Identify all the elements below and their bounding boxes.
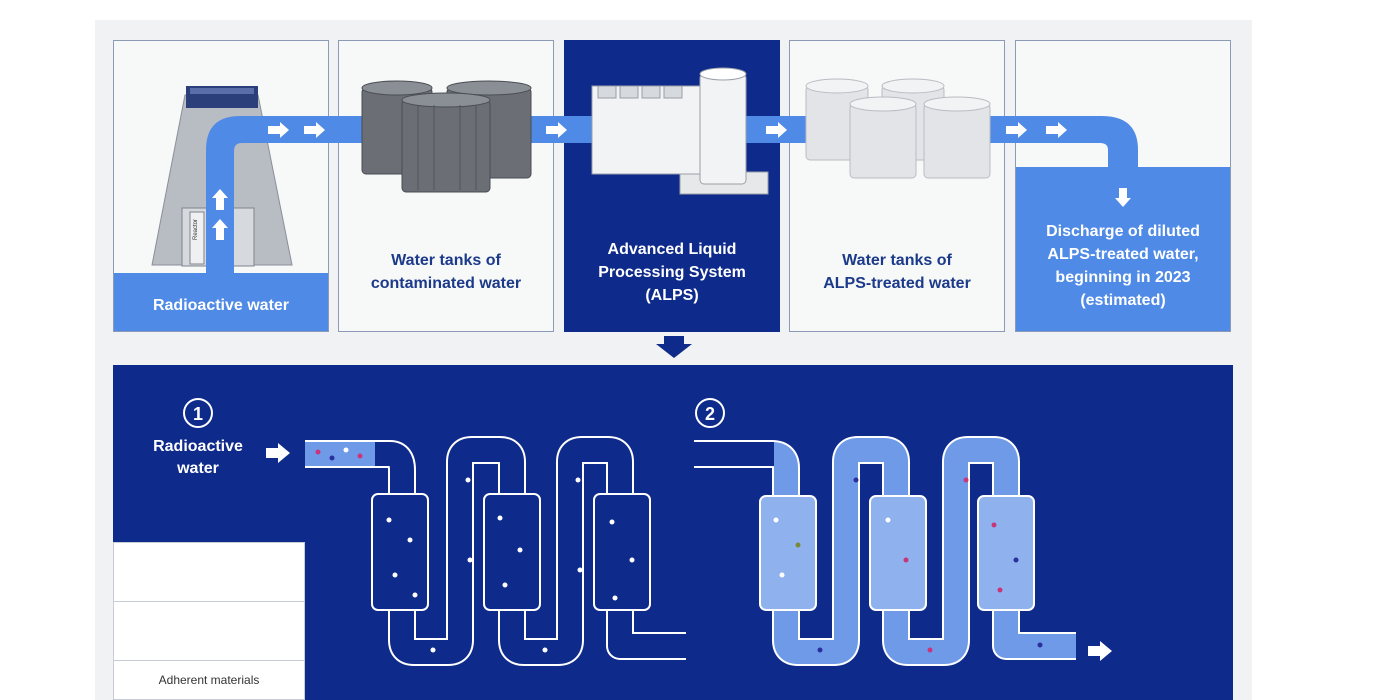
legend-row — [114, 543, 304, 602]
stage-alps-label-line1: Advanced Liquid — [607, 241, 737, 258]
stage-alps-label-line2: Processing System — [598, 264, 746, 281]
reactor-tag: Reactor — [193, 219, 199, 240]
input-arrow-icon — [266, 443, 290, 463]
treated-tank-icons — [805, 78, 991, 179]
stage-reactor-label: Radioactive water — [152, 297, 290, 314]
flow-arrows — [212, 122, 1131, 240]
output-arrow-icon — [1088, 641, 1112, 661]
step-2-number: 2 — [705, 404, 715, 424]
step-2-badge — [695, 398, 725, 428]
alps-machine-icon — [591, 67, 769, 195]
alps-down-arrow-icon — [656, 336, 692, 358]
input-label-line2: water — [177, 460, 219, 477]
particle-dots — [386, 477, 635, 653]
stage-discharge-label-line1: Discharge of diluted — [1046, 223, 1200, 240]
main-pipe — [206, 116, 1138, 282]
stage-alps-label-line3: (ALPS) — [645, 287, 699, 304]
stage-contaminated-label-line1: Water tanks of — [391, 252, 501, 269]
serpentine-pipe-2 — [694, 436, 1076, 666]
serpentine-pipe-1 — [305, 436, 686, 666]
radioactive-water-pool — [114, 273, 328, 331]
step-1-badge — [183, 398, 213, 428]
stage-discharge-label-line3: beginning in 2023 — [1055, 269, 1191, 286]
legend-text: Adherent materials — [158, 673, 260, 687]
stage-discharge: Discharge of diluted ALPS-treated water,… — [1015, 40, 1231, 332]
stage-discharge-label-line2: ALPS-treated water, — [1047, 246, 1199, 263]
input-label-line1: Radioactive — [153, 438, 243, 455]
legend-row — [114, 602, 304, 661]
input-label: Radioactive water — [138, 436, 258, 480]
stage-discharge-label-line4: (estimated) — [1080, 292, 1166, 309]
adherent-particles — [315, 447, 1043, 653]
contaminated-tank-icons — [361, 80, 532, 193]
stage-treated-label-line2: ALPS-treated water — [823, 275, 971, 292]
step-1-number: 1 — [193, 404, 203, 424]
stage-treated-label-line1: Water tanks of — [842, 252, 952, 269]
legend-box: Adherent materials — [113, 542, 305, 700]
stage-contaminated-label-line2: contaminated water — [370, 275, 522, 292]
